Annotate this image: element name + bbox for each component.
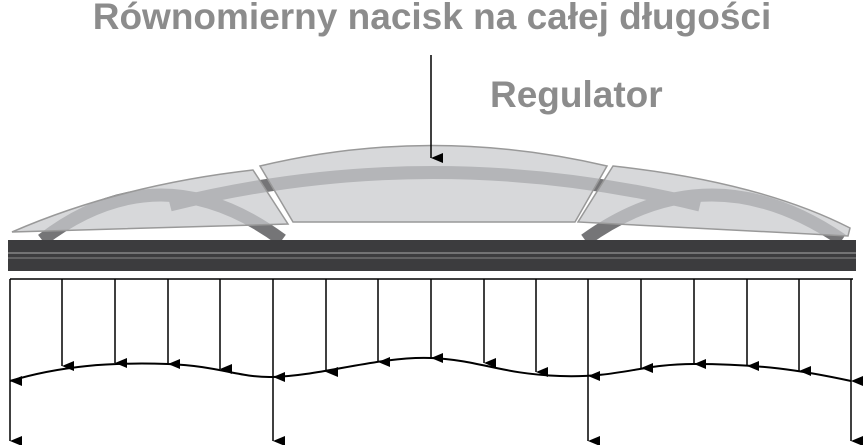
pressure-curve (9, 356, 852, 382)
regulator-label: Regulator (490, 74, 663, 115)
wiper-rail (8, 240, 856, 271)
regulator-right-segment (576, 165, 851, 237)
regulator-left-segment (11, 169, 290, 233)
diagram-title: Równomierny nacisk na całej długości (92, 0, 772, 37)
regulator-center-segment (258, 144, 609, 223)
force-arrows (9, 279, 863, 445)
